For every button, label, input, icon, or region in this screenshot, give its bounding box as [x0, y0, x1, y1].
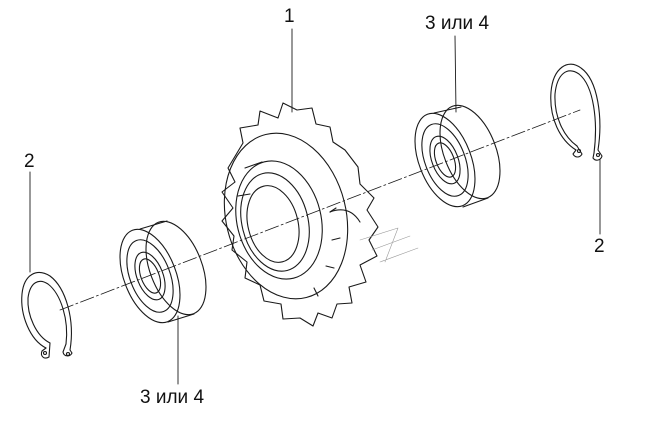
callout-bearing-bottom: 3 или 4: [140, 387, 205, 408]
assembly-axis: [59, 109, 581, 311]
callout-circlip-right: 2: [594, 236, 605, 257]
callout-circlip-left: 2: [24, 151, 35, 172]
circlip-left: [21, 272, 73, 359]
bearing-top: [414, 104, 501, 208]
callout-sprocket: 1: [284, 6, 295, 27]
bearing-bottom: [119, 220, 207, 324]
callout-bearing-top: 3 или 4: [425, 13, 490, 34]
circlip-right: [550, 63, 603, 161]
leader-lines: [29, 28, 601, 385]
sprocket: [221, 102, 419, 327]
